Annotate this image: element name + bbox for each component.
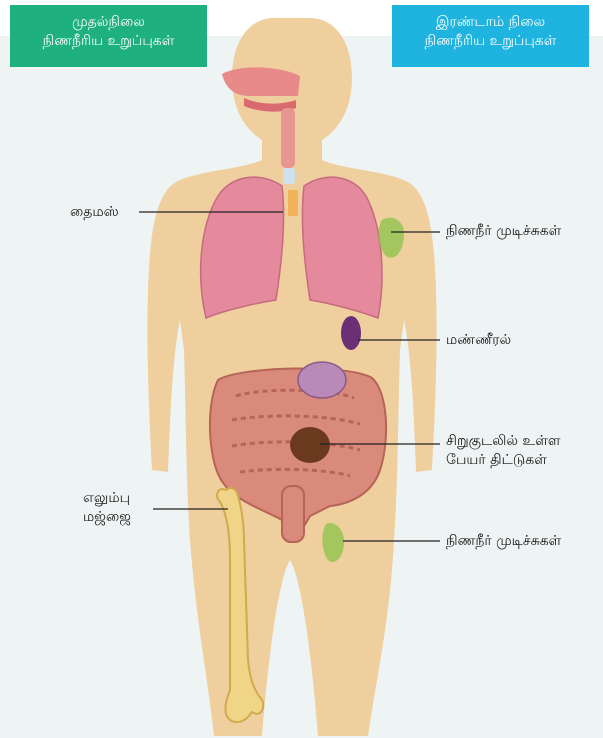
bone-marrow-label: எலும்பு மஜ்ஜை <box>83 489 131 527</box>
bone-marrow-label-line1: எலும்பு <box>83 489 131 508</box>
lymph-nodes-lower-label: நிணநீர் முடிச்சுகள் <box>446 532 561 551</box>
thymus-label: தைமஸ் <box>70 203 119 222</box>
lymph-nodes-upper-label: நிணநீர் முடிச்சுகள் <box>446 222 561 241</box>
spleen-label: மண்ணீரல் <box>446 331 511 350</box>
spleen <box>341 316 361 350</box>
peyers-label-line1: சிறுகுடலில் உள்ள <box>446 432 560 451</box>
bone-marrow-label-line2: மஜ்ஜை <box>83 508 131 527</box>
primary-tag-line1: முதல்நிலை <box>16 13 201 32</box>
peyers-patches-label: சிறுகுடலில் உள்ள பேயர் திட்டுகள் <box>446 432 560 470</box>
primary-lymphoid-organs-tag: முதல்நிலை நிணநீரிய உறுப்புகள் <box>10 5 207 67</box>
peyers-label-line2: பேயர் திட்டுகள் <box>446 451 560 470</box>
secondary-tag-line1: இரண்டாம் நிலை <box>398 13 583 32</box>
secondary-lymphoid-organs-tag: இரண்டாம் நிலை நிணநீரிய உறுப்புகள் <box>392 5 589 67</box>
secondary-tag-line2: நிணநீரிய உறுப்புகள் <box>398 32 583 51</box>
primary-tag-line2: நிணநீரிய உறுப்புகள் <box>16 32 201 51</box>
